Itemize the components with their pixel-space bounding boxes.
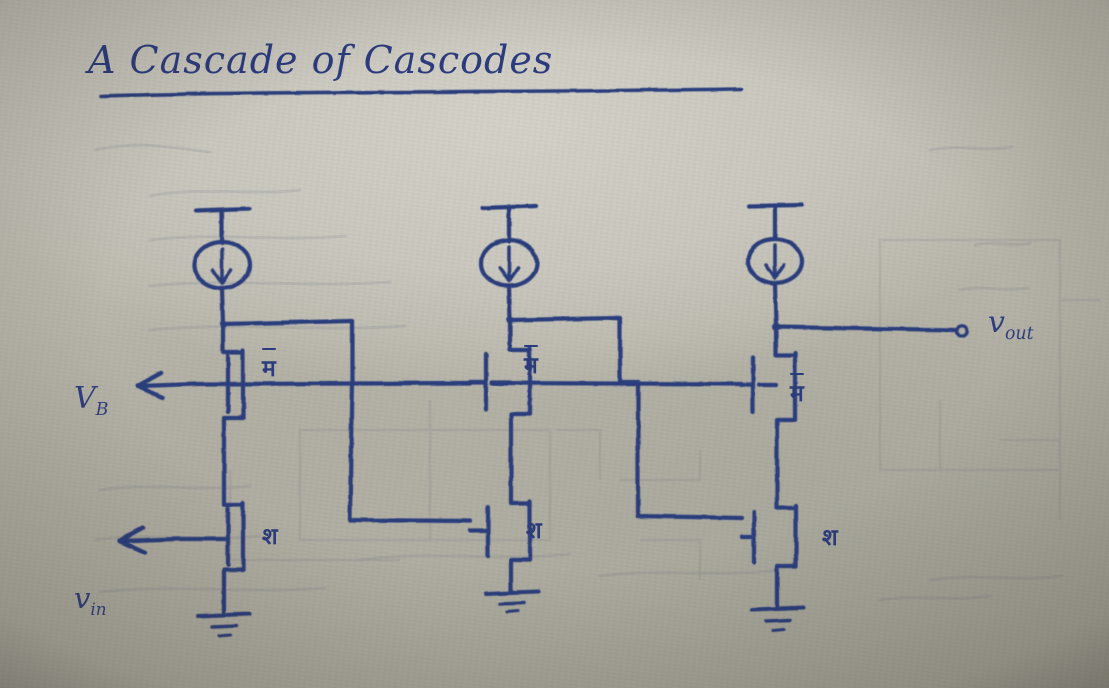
ground-1-bar2 [210, 624, 238, 629]
device-glyph: श [822, 525, 838, 551]
m2a-source-lead [221, 415, 246, 463]
ground-3-bar2 [764, 618, 792, 623]
current-source-1-arrow-head [211, 268, 233, 285]
input-voltage-subscript: in [90, 598, 107, 619]
output-wire [773, 324, 958, 333]
output-terminal-circle [955, 324, 969, 338]
output-voltage-label: vout [988, 305, 1034, 344]
output-voltage-subscript: out [1004, 324, 1034, 344]
ground-1-bar3 [217, 633, 232, 638]
stage-2-cascode-device-label: म [524, 345, 538, 380]
current-source-2-arrow-head [498, 266, 520, 283]
m1b-source-lead [508, 557, 533, 595]
stage-3-drain-wire [772, 280, 779, 329]
m1b-drain-lead [508, 454, 533, 506]
stage-2-to-stage-3-link-upper [507, 315, 623, 385]
device-overbar [524, 345, 538, 347]
device-overbar [790, 373, 804, 375]
m2b-source-lead [508, 411, 533, 460]
m1c-source-lead [774, 563, 799, 611]
stage-2-input-device-label: श [526, 513, 542, 545]
stage-2-drain-wire [506, 283, 513, 323]
bias-voltage-symbol: V [74, 381, 96, 416]
m1a-source-lead [221, 567, 246, 617]
stage-3-input-device-label: श [822, 520, 838, 552]
stage-1-drain-wire [219, 285, 226, 327]
device-glyph: म [790, 381, 804, 407]
stage-3-cascode-device-label: म [790, 373, 804, 408]
bias-voltage-label: VB [74, 381, 108, 420]
bias-line-seg-1 [225, 380, 473, 387]
stage-1-input-device-label: श [262, 519, 278, 551]
input-voltage-symbol: v [74, 581, 91, 615]
ground-2-bar2 [498, 601, 526, 606]
device-glyph: म [262, 356, 276, 382]
ground-2-bar1 [484, 590, 540, 596]
m1c-drain-lead [774, 459, 799, 511]
m2b-drain-lead [507, 317, 533, 353]
m2a-drain-lead [220, 321, 246, 355]
current-source-3-arrow-head [764, 263, 786, 280]
m2c-drain-lead [773, 324, 798, 358]
stage-1-cascode-device-label: म [262, 348, 276, 383]
ground-3-bar3 [771, 627, 786, 632]
stage-1-to-stage-2-link-upper [220, 318, 355, 383]
ground-1-bar1 [196, 612, 252, 618]
bias-line-entry [135, 370, 199, 400]
m1a-drain-lead [221, 457, 246, 508]
stage-1-to-stage-2-link-lower [347, 377, 473, 524]
output-voltage-symbol: v [988, 305, 1005, 340]
ground-2-bar3 [505, 609, 520, 614]
bias-voltage-subscript: B [95, 400, 109, 420]
device-glyph: म [524, 353, 538, 379]
input-voltage-label: vin [74, 581, 107, 619]
device-overbar [262, 348, 276, 350]
stage-2-to-stage-3-link-lower [617, 379, 745, 521]
m2c-source-lead [774, 417, 798, 465]
device-glyph: श [262, 524, 278, 550]
title-underline [99, 87, 744, 98]
ground-3-bar1 [750, 606, 806, 612]
bias-line-seg-2 [489, 380, 745, 387]
page-title: A Cascade of Cascodes [88, 38, 554, 82]
input-line-entry [117, 525, 179, 555]
device-glyph: श [526, 518, 542, 544]
